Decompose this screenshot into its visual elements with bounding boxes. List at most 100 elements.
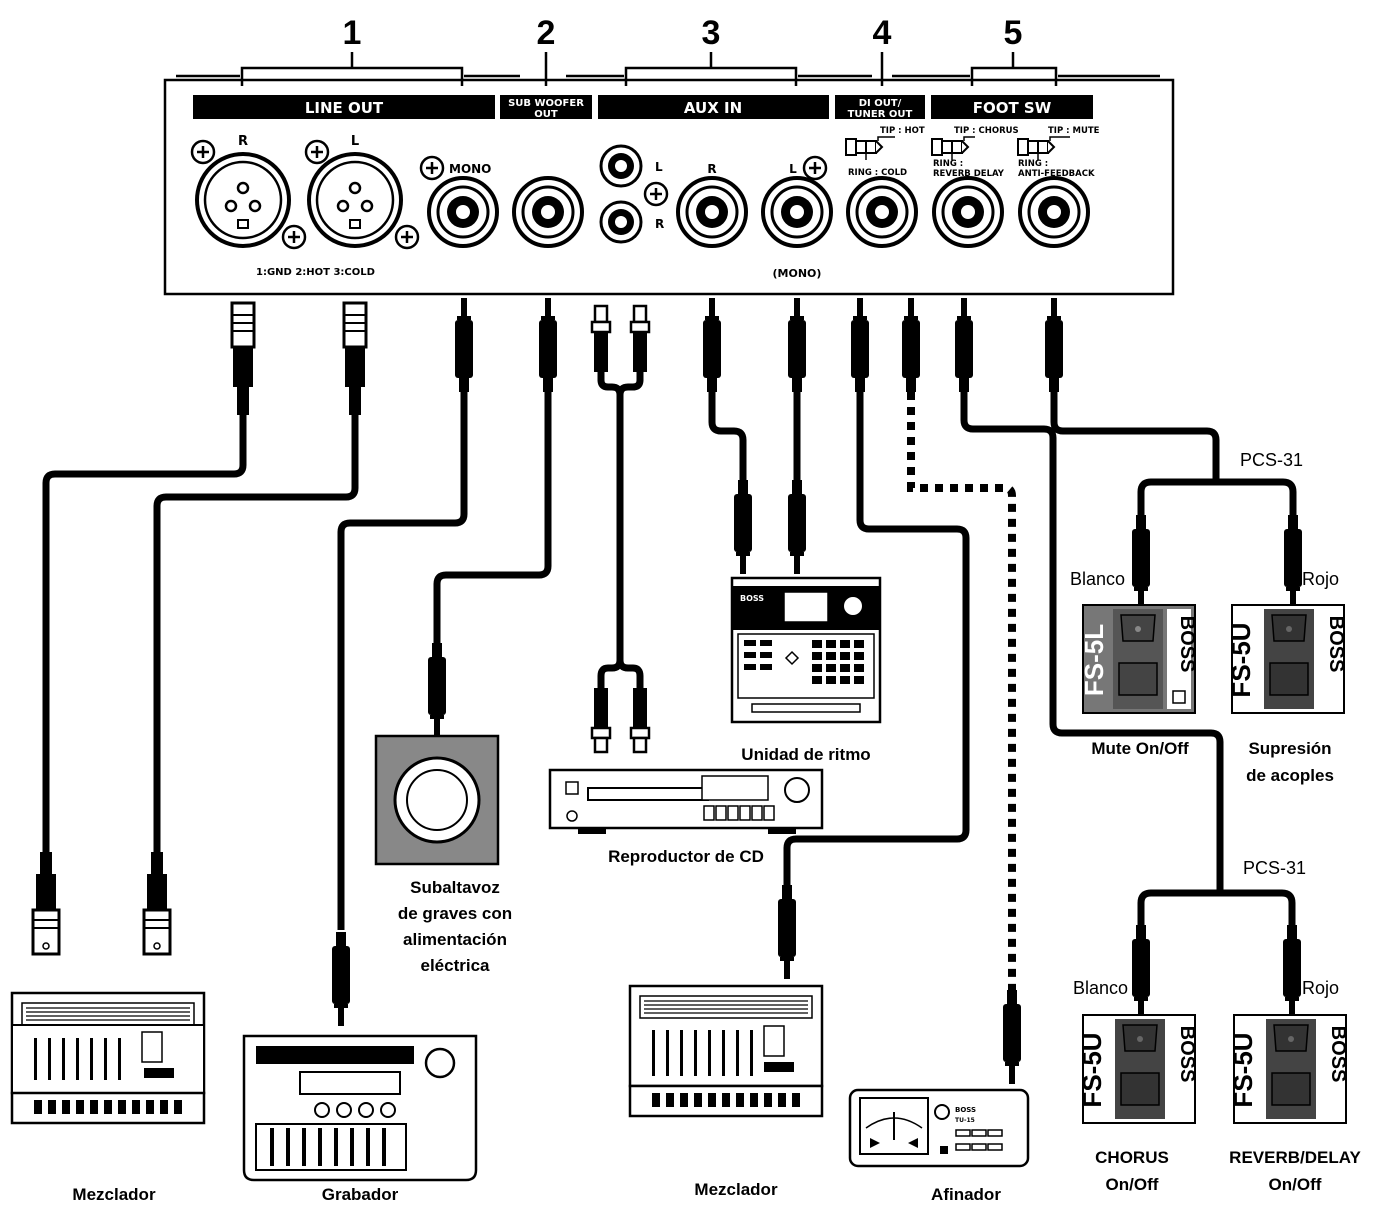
trs-plug-icon	[1017, 138, 1055, 156]
fs2-ring-value: ANTI-FEEDBACK	[1018, 169, 1095, 179]
label-cd-player: Reproductor de CD	[608, 847, 764, 866]
screw-icon	[190, 139, 216, 165]
label-subwoofer-3: alimentación	[403, 930, 507, 949]
subwoofer	[374, 734, 500, 866]
fs2-ring-label: RING :	[1018, 159, 1048, 169]
label-white-top: Blanco	[1070, 569, 1125, 589]
tuner: BOSS TU-15	[848, 1088, 1030, 1168]
mixer-right	[628, 984, 824, 1118]
pedal-fs5u-top-brand: BOSS	[1325, 616, 1347, 673]
label-red-bottom: Rojo	[1302, 978, 1339, 998]
xlr-plug-mixer-b	[142, 850, 172, 956]
header-di-out: DI OUT/	[859, 98, 902, 109]
aux-in-r-jack	[676, 176, 748, 248]
pedal-fs5l-model: FS-5L	[1079, 624, 1109, 696]
xlr-r-label: R	[238, 134, 248, 149]
header-sub-woofer-out: OUT	[534, 109, 558, 120]
aux-mono-label: (MONO)	[773, 267, 822, 280]
di-out-jack	[846, 176, 918, 248]
jack-plug-mixer2	[778, 885, 796, 979]
xlr-l-label: L	[351, 134, 359, 149]
fs2-tip-label: TIP : MUTE	[1048, 126, 1100, 136]
jack-plug-subwoofer	[539, 298, 557, 392]
label-red-top: Rojo	[1302, 569, 1339, 589]
section-number-2: 2	[537, 14, 556, 52]
pin-assignment-label: 1:GND 2:HOT 3:COLD	[256, 267, 375, 278]
jack-plug-subwoofer-in	[428, 643, 446, 737]
section-brackets	[176, 52, 1160, 86]
rhythm-model: DR-880	[790, 597, 819, 605]
jack-plug-rhythm-b	[788, 480, 806, 574]
label-subwoofer-2: de graves con	[398, 904, 512, 923]
label-recorder: Grabador	[322, 1185, 399, 1204]
xlr-jack-l	[307, 152, 403, 248]
subwoofer-out-jack	[512, 176, 584, 248]
label-reverb-1: REVERB/DELAY	[1229, 1148, 1361, 1167]
header-aux-in: AUX IN	[684, 99, 742, 117]
label-pcs31-top: PCS-31	[1240, 450, 1303, 470]
label-subwoofer-1: Subaltavoz	[410, 878, 500, 897]
jack-plug-fs5u-chorus	[1132, 925, 1150, 1019]
trs-leader-lines	[865, 136, 1070, 160]
rhythm-unit: BOSS DR-880	[730, 576, 882, 724]
rca-r-label: R	[655, 217, 664, 231]
label-tuner: Afinador	[931, 1185, 1001, 1204]
section-number-4: 4	[873, 14, 892, 52]
rca-jack-r	[599, 200, 643, 244]
label-white-bottom: Blanco	[1073, 978, 1128, 998]
label-chorus-1: CHORUS	[1095, 1148, 1169, 1167]
rca-jack-l	[599, 144, 643, 188]
pedal-fs5u-chorus-brand: BOSS	[1176, 1026, 1198, 1083]
mono-out-jack	[427, 176, 499, 248]
jack-plug-mono	[455, 298, 473, 392]
pedal-fs5u-top-model: FS-5U	[1226, 622, 1256, 697]
header-line-out: LINE OUT	[305, 99, 384, 117]
tuner-brand: BOSS	[955, 1106, 976, 1114]
di-ring-label: RING : COLD	[848, 168, 907, 178]
header-tuner-out: TUNER OUT	[848, 109, 913, 120]
jack-plug-recorder	[332, 932, 350, 1026]
pedal-fs5l	[1082, 604, 1196, 714]
pedal-fs5u-chorus-model: FS-5U	[1077, 1032, 1107, 1107]
jack-plug-aux-r	[703, 298, 721, 392]
label-rhythm-unit: Unidad de ritmo	[741, 745, 870, 764]
jack-plug-foot-sw-1	[955, 298, 973, 392]
screw-icon	[281, 224, 307, 250]
jack-plug-rhythm-a	[734, 480, 752, 574]
section-number-3: 3	[702, 14, 721, 52]
jack-plug-fs5u-reverb	[1283, 925, 1301, 1019]
label-pcs31-bottom: PCS-31	[1243, 858, 1306, 878]
trs-plug-icon	[931, 138, 969, 156]
cables	[42, 372, 1297, 990]
header-sub-woofer: SUB WOOFER	[508, 98, 584, 109]
fs1-ring-label: RING :	[933, 159, 963, 169]
rhythm-brand: BOSS	[740, 594, 764, 603]
mono-label: MONO	[449, 162, 491, 176]
aux-l-label: L	[789, 162, 797, 176]
foot-sw-1-jack	[932, 176, 1004, 248]
trs-plug-icon	[845, 138, 883, 156]
label-suppression-2: de acoples	[1246, 766, 1334, 785]
jack-plug-tuner	[1003, 990, 1021, 1084]
label-suppression-1: Supresión	[1248, 739, 1331, 758]
recorder	[242, 1034, 478, 1182]
xlr-jack-r	[195, 152, 291, 248]
jack-plug-aux-l	[788, 298, 806, 392]
pedal-fs5u-reverb-model: FS-5U	[1228, 1032, 1258, 1107]
screw-icon	[419, 155, 445, 181]
section-number-5: 5	[1004, 14, 1023, 52]
fs1-ring-value: REVERB DELAY	[933, 169, 1005, 179]
xlr-plug-mixer-a	[31, 850, 61, 956]
fs1-tip-label: TIP : CHORUS	[954, 126, 1019, 136]
label-chorus-2: On/Off	[1106, 1175, 1159, 1194]
xlr-plug-r	[230, 301, 256, 417]
header-foot-sw: FOOT SW	[973, 99, 1052, 117]
jack-plug-fs5u-top	[1284, 515, 1302, 609]
label-subwoofer-4: eléctrica	[421, 956, 491, 975]
pedal-fs5u-reverb-brand: BOSS	[1327, 1026, 1349, 1083]
xlr-plug-l	[342, 301, 368, 417]
jack-plug-di-out	[851, 298, 869, 392]
mixer-left	[10, 991, 206, 1125]
di-tip-label: TIP : HOT	[880, 126, 925, 136]
section-number-1: 1	[343, 14, 362, 52]
